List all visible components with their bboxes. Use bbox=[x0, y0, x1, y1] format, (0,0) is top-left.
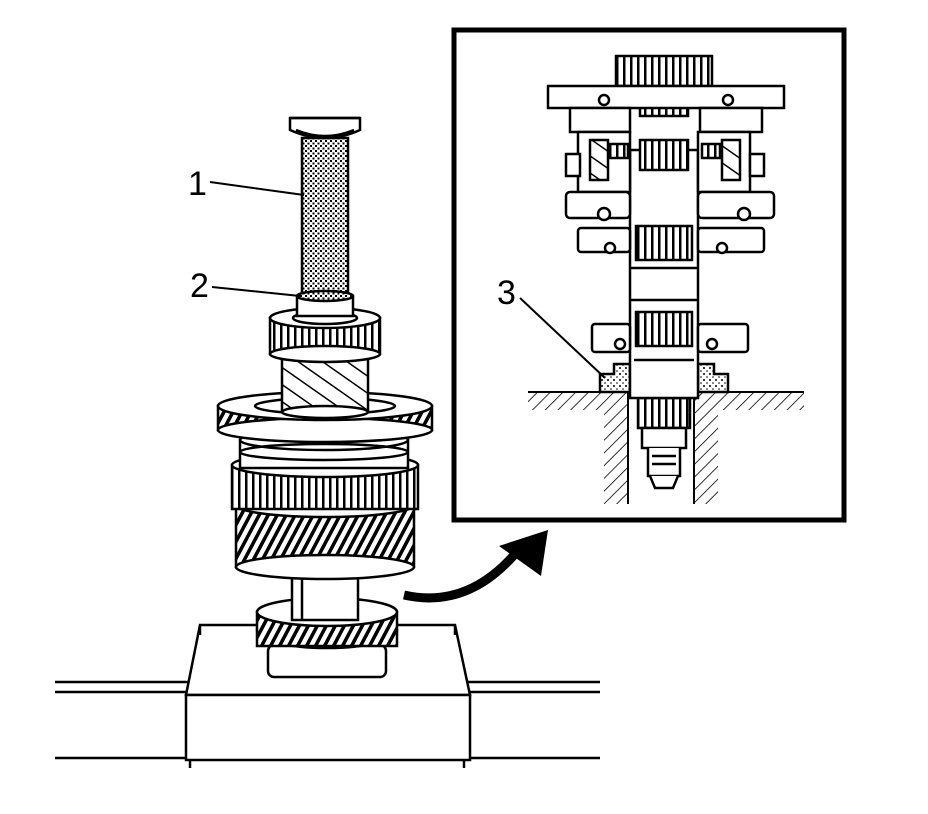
callout-2: 2 bbox=[190, 267, 209, 305]
detail-inset: 3 bbox=[451, 27, 847, 523]
press-bed-section bbox=[528, 391, 804, 504]
leader-lines bbox=[209, 181, 305, 297]
top-shaft bbox=[614, 54, 714, 88]
top-flange bbox=[546, 84, 786, 134]
synchronizer bbox=[564, 130, 766, 194]
press-driver bbox=[288, 116, 362, 300]
mid-gear-2 bbox=[576, 226, 766, 255]
lower-gear bbox=[255, 596, 399, 679]
shaft-section bbox=[628, 98, 700, 400]
mid-gear-1 bbox=[564, 190, 776, 222]
callout-3: 3 bbox=[497, 274, 516, 312]
gear-cluster bbox=[230, 428, 420, 581]
bearing-installer bbox=[295, 289, 355, 318]
curved-arrow bbox=[403, 530, 548, 603]
lower-gear-section bbox=[590, 322, 750, 354]
leader-3 bbox=[519, 297, 606, 379]
callout-1: 1 bbox=[188, 165, 207, 203]
